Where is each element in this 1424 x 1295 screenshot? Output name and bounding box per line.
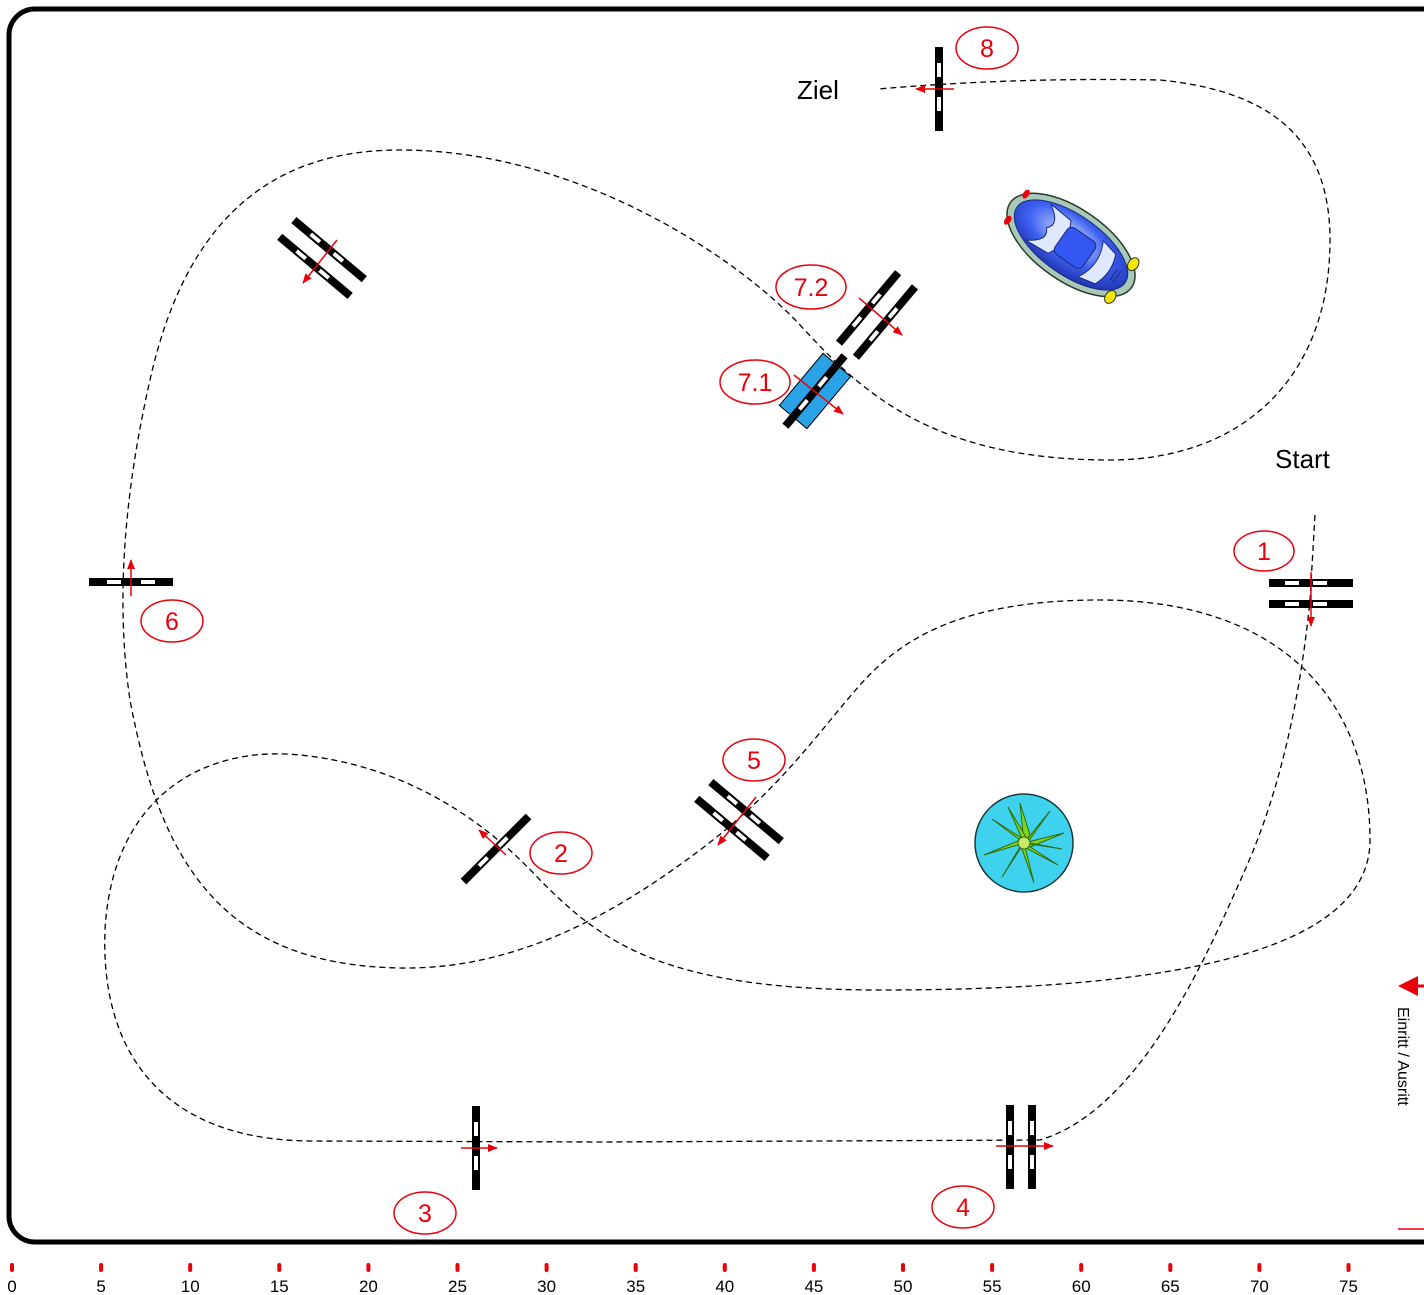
scale-tick-mark <box>277 1263 282 1272</box>
obstacle-number: 8 <box>980 35 994 63</box>
obstacle-number: 1 <box>1257 538 1271 566</box>
obstacle-number: 2 <box>554 840 568 868</box>
direction-arrow <box>478 829 507 856</box>
riding-path <box>104 78 1371 1143</box>
obstacle-2: 2 <box>460 813 593 885</box>
obstacle-number: 7.1 <box>738 369 773 397</box>
obstacle-7-1: 7.1 <box>719 352 852 430</box>
jump-pole <box>1028 1105 1036 1189</box>
scale-tick-label: 20 <box>359 1277 378 1295</box>
scale-tick-label: 25 <box>448 1277 467 1295</box>
scale-tick-mark <box>633 1263 638 1272</box>
obstacle-number: 7.2 <box>794 274 829 302</box>
jump-pole <box>460 813 532 885</box>
scale-tick-label: 65 <box>1161 1277 1180 1295</box>
obstacle-number-badge <box>140 599 204 643</box>
scale-tick-mark <box>188 1263 193 1272</box>
scale-tick-mark <box>990 1263 995 1272</box>
obstacle-number-badge <box>393 1191 457 1235</box>
scale-tick-mark <box>544 1263 549 1272</box>
obstacle-unnumbered <box>277 216 367 300</box>
scale-tick-mark <box>722 1263 727 1272</box>
obstacle-number: 5 <box>747 747 761 775</box>
scale-tick-mark <box>1257 1263 1262 1272</box>
scale-tick-label: 0 <box>7 1277 16 1295</box>
obstacle-6: 6 <box>89 559 204 643</box>
obstacle-number-badge <box>1233 530 1295 572</box>
scale-tick-mark <box>811 1263 816 1272</box>
start-label: Start <box>1275 444 1331 474</box>
direction-arrow <box>793 374 844 415</box>
scale-tick-label: 40 <box>715 1277 734 1295</box>
obstacle-1: 1 <box>1233 530 1353 627</box>
direction-arrow <box>302 239 338 284</box>
scale-tick-mark <box>10 1263 14 1272</box>
car-icon <box>1003 189 1140 304</box>
obstacle-5: 5 <box>694 738 786 862</box>
scale-tick-mark <box>99 1263 104 1272</box>
scale-tick-mark <box>901 1263 905 1272</box>
scale-tick-label: 35 <box>626 1277 645 1295</box>
entry-exit-label: Einritt / Ausritt <box>1394 1007 1411 1106</box>
scale-tick-mark <box>1079 1263 1084 1272</box>
scale-ruler: 0 5 10 15 20 25 30 35 40 45 50 55 60 65 70 75 <box>7 1263 1358 1295</box>
scale-tick-label: 55 <box>983 1277 1002 1295</box>
plant-icon <box>974 793 1074 893</box>
obstacle-number-badge <box>722 738 786 782</box>
scale-tick-label: 30 <box>537 1277 556 1295</box>
jump-pole <box>708 778 784 845</box>
scale-tick-label: 5 <box>96 1277 105 1295</box>
direction-arrow <box>858 297 903 336</box>
entry-exit-marker: Einritt / Ausritt <box>1394 976 1424 1230</box>
scale-tick-label: 75 <box>1339 1277 1358 1295</box>
jump-pole <box>1006 1105 1014 1189</box>
obstacle-4: 4 <box>931 1105 1054 1229</box>
scale-tick-mark <box>455 1263 460 1272</box>
scale-tick-label: 60 <box>1072 1277 1091 1295</box>
scale-tick-label: 10 <box>181 1277 200 1295</box>
obstacle-3: 3 <box>393 1106 498 1235</box>
scale-tick-mark <box>366 1263 371 1272</box>
obstacle-8: 8 <box>915 26 1019 131</box>
obstacle-number-badge <box>719 359 791 405</box>
scale-tick-mark <box>1346 1263 1351 1272</box>
jump-pole <box>852 284 919 360</box>
obstacle-number: 6 <box>165 608 179 636</box>
jump-pole <box>835 270 902 346</box>
obstacle-number-badge <box>931 1185 995 1229</box>
scale-tick-label: 45 <box>804 1277 823 1295</box>
obstacle-number-badge <box>955 26 1019 70</box>
obstacle-number: 4 <box>956 1194 970 1222</box>
jump-pole <box>277 233 353 300</box>
obstacle-7-2: 7.2 <box>775 264 919 360</box>
entry-arrow-icon <box>1398 976 1418 996</box>
direction-arrow <box>717 796 757 846</box>
scale-tick-label: 70 <box>1250 1277 1269 1295</box>
obstacle-number-badge <box>529 831 593 875</box>
scale-tick-mark <box>1168 1263 1173 1272</box>
finish-label: Ziel <box>797 75 839 105</box>
arena-border <box>6 6 1424 1245</box>
obstacle-number-badge <box>775 264 847 310</box>
obstacle-number: 3 <box>418 1200 432 1228</box>
scale-tick-label: 50 <box>894 1277 913 1295</box>
scale-tick-label: 15 <box>270 1277 289 1295</box>
